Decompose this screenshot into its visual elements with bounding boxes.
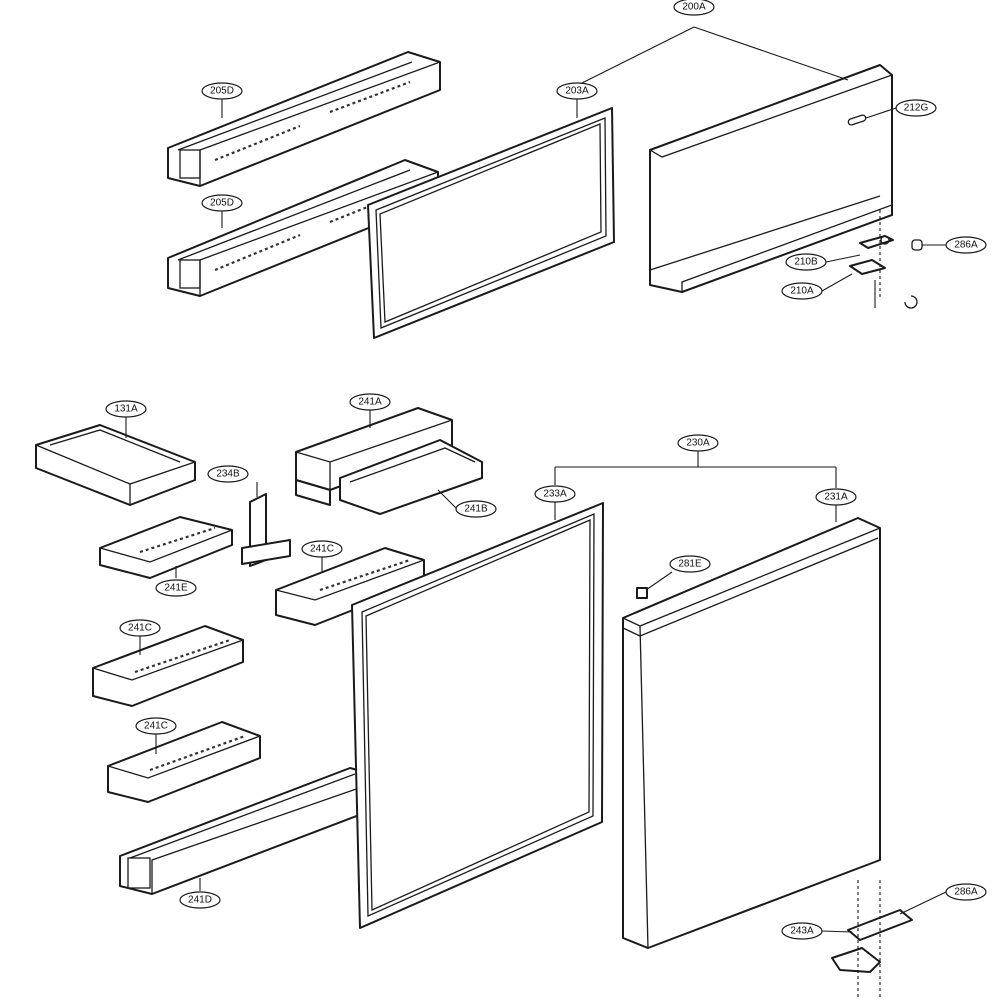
- callout-241d: 241D: [179, 891, 221, 909]
- callout-label: 210B: [794, 257, 818, 268]
- callout-233a: 233A: [534, 485, 576, 503]
- callout-241a: 241A: [349, 393, 391, 411]
- callout-230a: 230A: [677, 434, 719, 452]
- hinge-assembly-top: [849, 235, 923, 309]
- door-shelf-205d-lower: [167, 159, 439, 297]
- callout-label: 234B: [216, 469, 240, 480]
- callout-label: 243A: [790, 926, 814, 937]
- callout-label: 230A: [686, 438, 710, 449]
- callout-241c-middle: 241C: [119, 619, 161, 637]
- callout-210a: 210A: [781, 282, 823, 300]
- callout-205d-lower: 205D: [201, 194, 243, 212]
- callout-label: 241A: [358, 397, 382, 408]
- callout-label: 281E: [678, 559, 702, 570]
- callout-label: 210A: [790, 286, 814, 297]
- callout-label: 200A: [682, 2, 706, 13]
- callout-205d-upper: 205D: [201, 82, 243, 100]
- callout-label: 131A: [114, 404, 138, 415]
- callout-243a: 243A: [781, 922, 823, 940]
- callout-label: 241E: [164, 583, 188, 594]
- refrigerator-door-231a: [622, 517, 881, 949]
- callout-label: 241C: [310, 544, 334, 555]
- door-bin-241c-lower: [107, 721, 261, 803]
- callout-281e: 281E: [669, 555, 711, 573]
- callout-label: 205D: [210, 198, 234, 209]
- callout-241c-lower: 241C: [135, 717, 177, 735]
- freezer-door-200a: [649, 64, 893, 293]
- leader-lines: [125, 26, 947, 933]
- bin-131a: [35, 424, 196, 506]
- callout-label: 286A: [954, 240, 978, 251]
- callout-label: 212G: [904, 103, 929, 114]
- hinge-assembly-bottom: [831, 880, 913, 998]
- door-gasket-233a: [351, 502, 604, 929]
- callout-203a: 203A: [556, 82, 598, 100]
- callout-label: 241D: [188, 895, 212, 906]
- callout-241e: 241E: [155, 579, 197, 597]
- door-bin-241c-middle: [92, 625, 244, 707]
- callout-241c-upper: 241C: [301, 540, 343, 558]
- dairy-cover-241b: [339, 439, 483, 515]
- callout-286a-bottom: 286A: [945, 883, 987, 901]
- callout-label: 231A: [824, 492, 848, 503]
- callout-label: 241C: [144, 721, 168, 732]
- callout-label: 241C: [128, 623, 152, 634]
- callout-label: 233A: [543, 489, 567, 500]
- callout-200a: 200A: [673, 0, 715, 16]
- door-shelf-205d-upper: [167, 51, 441, 187]
- cap-281e: [636, 587, 648, 599]
- callout-label: 286A: [954, 887, 978, 898]
- callout-286a-top: 286A: [945, 236, 987, 254]
- callout-241b: 241B: [455, 500, 497, 518]
- dairy-compartment-241a: [295, 407, 453, 506]
- callout-234b: 234B: [207, 465, 249, 483]
- bracket-234b: [241, 493, 291, 567]
- callout-131a: 131A: [105, 400, 147, 418]
- callout-label: 205D: [210, 86, 234, 97]
- callout-label: 241B: [464, 504, 488, 515]
- callout-210b: 210B: [785, 253, 827, 271]
- callout-212g: 212G: [895, 99, 937, 117]
- door-gasket-203a: [367, 107, 615, 339]
- callout-label: 203A: [565, 86, 589, 97]
- tray-241e: [99, 516, 233, 579]
- callout-231a: 231A: [815, 488, 857, 506]
